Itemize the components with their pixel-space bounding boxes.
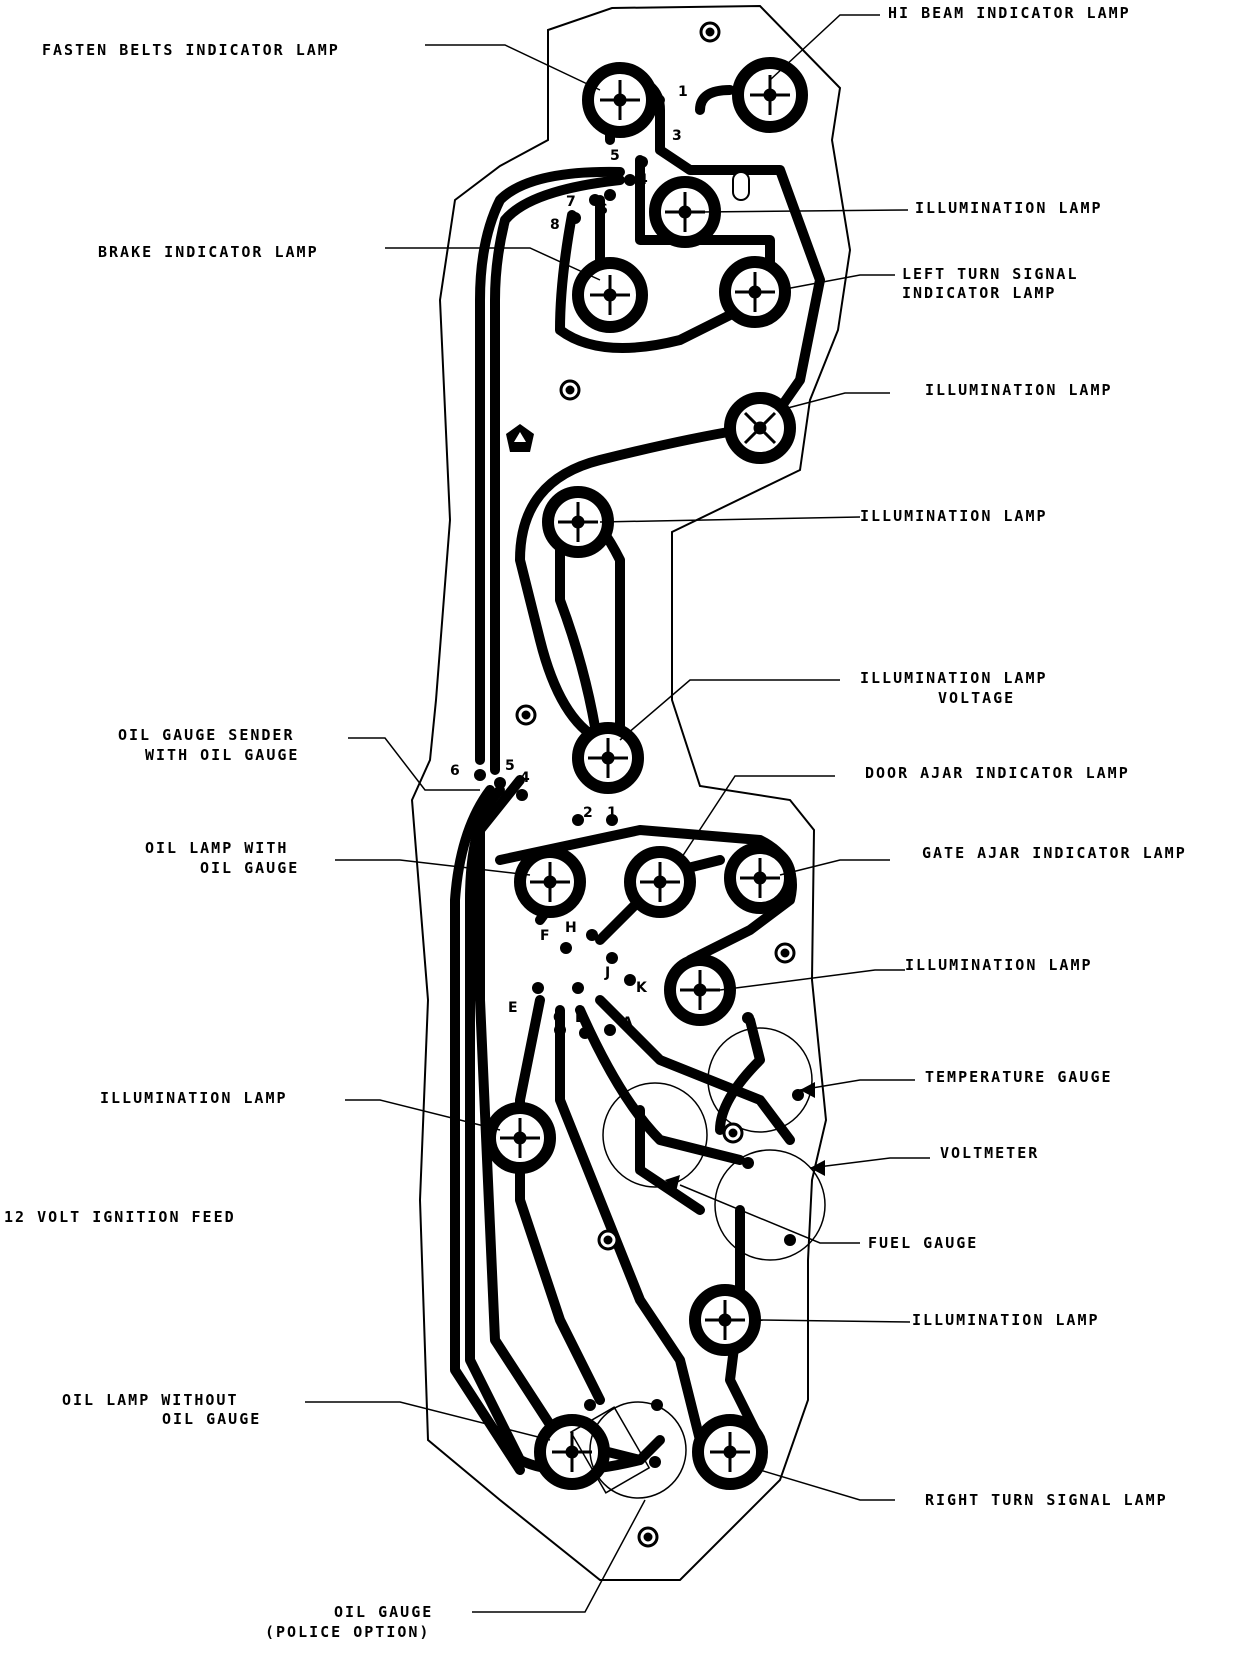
lamp-sockets	[484, 57, 808, 1490]
label-illumination-3: ILLUMINATION LAMP	[860, 507, 1048, 525]
label-illumination-voltage-2: VOLTAGE	[938, 689, 1016, 707]
pin-label: F	[540, 928, 550, 944]
leader-arrowheads	[665, 1082, 825, 1192]
label-12-volt-ignition-feed: 12 VOLT IGNITION FEED	[4, 1208, 236, 1226]
gauge-outlines	[569, 1027, 826, 1499]
pin-label: 8	[550, 217, 560, 233]
lamp-illumination-6	[689, 1284, 761, 1356]
lamp-door-ajar	[624, 846, 696, 918]
fuel-gauge-outline	[714, 1149, 826, 1261]
lamp-left-turn	[719, 256, 791, 328]
label-oil-sender-2: WITH OIL GAUGE	[145, 746, 300, 764]
label-hi-beam: HI BEAM INDICATOR LAMP	[888, 4, 1131, 22]
pin-label: 5	[610, 148, 620, 164]
label-oil-lamp-without-1: OIL LAMP WITHOUT	[62, 1391, 239, 1409]
lamp-illumination-5	[484, 1102, 556, 1174]
pin-label: 1	[678, 84, 688, 100]
label-voltmeter: VOLTMETER	[940, 1144, 1040, 1162]
label-temperature-gauge: TEMPERATURE GAUGE	[925, 1068, 1113, 1086]
connector-pins	[474, 156, 804, 1468]
label-illumination-4: ILLUMINATION LAMP	[905, 956, 1093, 974]
label-oil-lamp-with-2: OIL GAUGE	[200, 859, 300, 877]
lamp-brake	[572, 257, 648, 333]
label-illumination-voltage-1: ILLUMINATION LAMP	[860, 669, 1048, 687]
pin-label: 1	[607, 805, 617, 821]
lamp-right-turn	[692, 1414, 768, 1490]
oil-gauge-police-outline	[589, 1401, 687, 1499]
label-illumination-6: ILLUMINATION LAMP	[912, 1311, 1100, 1329]
lamp-illumination-2	[724, 392, 796, 464]
label-gate-ajar: GATE AJAR INDICATOR LAMP	[922, 844, 1187, 862]
pin-label: A	[622, 1015, 633, 1031]
label-oil-lamp-with-1: OIL LAMP WITH	[145, 839, 289, 857]
lamp-hi-beam	[732, 57, 808, 133]
label-brake: BRAKE INDICATOR LAMP	[98, 243, 319, 261]
lamp-fasten-belts	[582, 62, 658, 138]
pin-label: 5	[505, 758, 515, 774]
label-illumination-2: ILLUMINATION LAMP	[925, 381, 1113, 399]
lamp-illumination-voltage	[572, 722, 644, 794]
label-fuel-gauge: FUEL GAUGE	[868, 1234, 979, 1252]
mounting-holes	[515, 21, 796, 1548]
lamp-illumination-4	[664, 954, 736, 1026]
pin-label: 6	[450, 763, 460, 779]
label-right-turn: RIGHT TURN SIGNAL LAMP	[925, 1491, 1168, 1509]
pin-label: K	[636, 980, 647, 996]
lamp-illumination-1	[649, 176, 721, 248]
lamp-gate-ajar	[724, 842, 796, 914]
label-illumination-1: ILLUMINATION LAMP	[915, 199, 1103, 217]
label-left-turn-2: INDICATOR LAMP	[902, 284, 1057, 302]
label-oil-lamp-without-2: OIL GAUGE	[162, 1410, 262, 1428]
lamp-oil-without-gauge	[534, 1414, 610, 1490]
lamp-illumination-3	[542, 486, 614, 558]
leader-lines	[305, 14, 930, 1613]
label-left-turn-1: LEFT TURN SIGNAL	[902, 265, 1079, 283]
label-oil-gauge-police-2: (POLICE OPTION)	[265, 1623, 431, 1641]
pin-label: 3	[672, 128, 682, 144]
label-door-ajar: DOOR AJAR INDICATOR LAMP	[865, 764, 1130, 782]
label-oil-sender-1: OIL GAUGE SENDER	[118, 726, 295, 744]
board-outline	[410, 4, 852, 1581]
label-illumination-5: ILLUMINATION LAMP	[100, 1089, 288, 1107]
pin-label: 4	[520, 770, 530, 786]
temperature-gauge-outline	[707, 1027, 813, 1133]
voltmeter-outline	[602, 1082, 708, 1188]
slot	[732, 171, 750, 201]
lamp-oil-with-gauge	[514, 846, 586, 918]
pin-label: 7	[566, 194, 576, 210]
label-oil-gauge-police-1: OIL GAUGE	[334, 1603, 434, 1621]
pin-label: 6	[598, 202, 608, 218]
pin-label: 4	[638, 172, 648, 188]
label-fasten-belts: FASTEN BELTS INDICATOR LAMP	[42, 41, 340, 59]
pin-label: E	[508, 1000, 518, 1016]
pin-label: B	[575, 1010, 586, 1026]
pin-label: 2	[583, 805, 593, 821]
pin-label: J	[605, 965, 611, 981]
pin-label: H	[565, 920, 577, 936]
pin-label: C	[553, 1010, 564, 1026]
oil-gauge-police-frame	[569, 1406, 651, 1494]
